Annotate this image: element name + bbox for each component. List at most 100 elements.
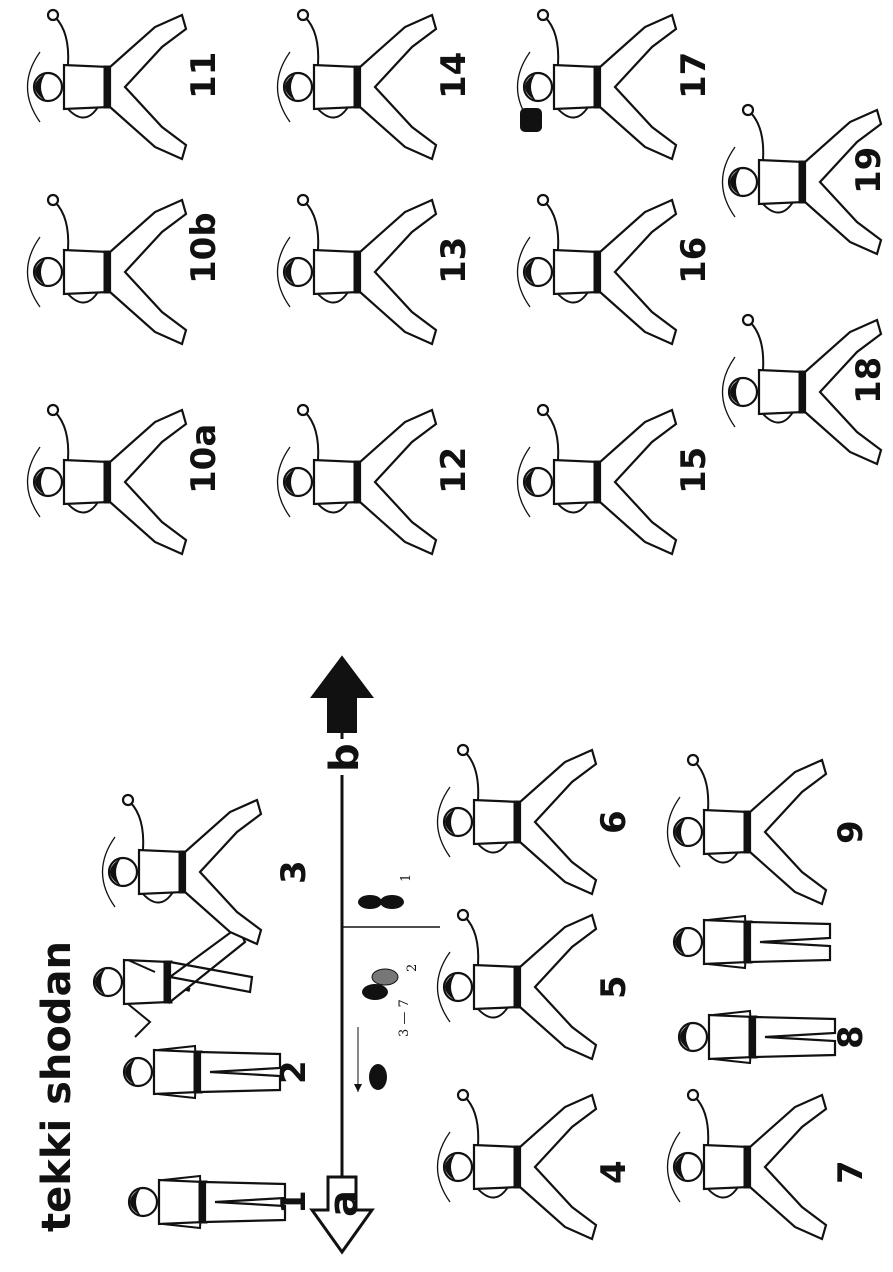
figure-arm	[305, 202, 318, 250]
figure-torso	[314, 460, 360, 504]
figure-legs	[520, 915, 596, 1059]
figure-arm	[695, 1097, 708, 1145]
karateka-figure	[28, 405, 187, 554]
figure-legs	[110, 15, 186, 159]
direction-label-a: a	[321, 1190, 367, 1217]
figure-fist	[298, 405, 308, 415]
step-number: 5	[594, 975, 634, 999]
figure-fist	[298, 10, 308, 20]
figure-legs	[520, 750, 596, 894]
step-number: 12	[434, 447, 474, 494]
karateka-figure	[674, 916, 830, 968]
karateka-figure	[94, 927, 252, 1037]
step-number: 10a	[184, 424, 224, 494]
figure-torso	[64, 250, 110, 294]
step-number: 6	[594, 810, 634, 834]
karateka-figure	[129, 1176, 285, 1228]
figure-torso	[474, 800, 520, 844]
figure-legs	[185, 800, 261, 944]
step-number: 17	[674, 52, 714, 99]
figure-arm	[545, 412, 558, 460]
karateka-figure	[28, 195, 187, 344]
figure-fist	[458, 745, 468, 755]
figure-torso	[554, 460, 600, 504]
figure-fist	[538, 10, 548, 20]
figure-arm	[750, 322, 763, 370]
figure-legs	[170, 927, 252, 1002]
figure-legs	[200, 1052, 280, 1092]
footprint-step2-label: 2	[405, 964, 420, 972]
footprint-step1-label: 1	[399, 874, 414, 882]
figure-fist	[458, 910, 468, 920]
step-number: 10b	[184, 212, 224, 284]
kiai-marker-icon	[520, 108, 542, 132]
figure-arm	[750, 112, 763, 160]
figure-torso	[759, 160, 805, 204]
figure-torso	[474, 1145, 520, 1189]
karateka-figure	[679, 1011, 835, 1063]
footprint-icon	[380, 895, 404, 909]
step-number: 16	[674, 237, 714, 284]
figure-torso	[159, 1180, 205, 1224]
figure-arm	[465, 1097, 478, 1145]
figure-legs	[750, 1095, 826, 1239]
figure-legs	[110, 200, 186, 344]
figure-fist	[538, 195, 548, 205]
figure-legs	[600, 410, 676, 554]
footprint-icon	[372, 969, 398, 985]
arrow-b-icon: b	[312, 657, 372, 775]
step-number: 1	[274, 1190, 314, 1214]
step-number: 4	[594, 1160, 634, 1184]
figure-torso	[759, 370, 805, 414]
step-number: 15	[674, 447, 714, 494]
karateka-figure	[668, 755, 827, 904]
figure-legs	[520, 1095, 596, 1239]
karateka-figure	[438, 745, 597, 894]
figure-fist	[688, 1090, 698, 1100]
figure-torso	[139, 850, 185, 894]
karateka-figure	[124, 1046, 280, 1098]
figure-legs	[750, 760, 826, 904]
step-number: 7	[831, 1160, 871, 1184]
page-title: tekki shodan	[34, 941, 80, 1232]
step-number: 8	[831, 1025, 871, 1049]
figure-torso	[64, 65, 110, 109]
figure-torso	[314, 250, 360, 294]
karateka-figure	[518, 195, 677, 344]
figure-arm	[545, 202, 558, 250]
figure-arm	[55, 412, 68, 460]
figure-fist	[743, 315, 753, 325]
figure-torso	[314, 65, 360, 109]
figure-arm	[305, 17, 318, 65]
figure-torso	[474, 965, 520, 1009]
footprint-diagram: 3 — 7 2 1	[342, 874, 440, 1092]
figure-torso	[64, 460, 110, 504]
figure-torso	[554, 65, 600, 109]
figure-legs	[600, 15, 676, 159]
figure-arm	[55, 17, 68, 65]
figure-torso	[154, 1050, 200, 1094]
step-number: 13	[434, 237, 474, 284]
arrow-a-icon: a	[312, 1177, 372, 1252]
karateka-figure	[518, 10, 677, 159]
figure-legs	[205, 1182, 285, 1222]
figure-arm	[130, 802, 143, 850]
figure-arm	[305, 412, 318, 460]
karateka-figure	[278, 405, 437, 554]
figure-arm	[465, 917, 478, 965]
figure-legs	[110, 410, 186, 554]
step-number: 3	[274, 860, 314, 884]
karateka-figure	[28, 10, 187, 159]
footprint-icon	[358, 895, 382, 909]
figure-legs	[360, 410, 436, 554]
step-number: 19	[849, 147, 889, 194]
figure-legs	[600, 200, 676, 344]
karateka-figure	[518, 405, 677, 554]
figure-legs	[360, 15, 436, 159]
figure-torso	[704, 1145, 750, 1189]
figure-arm	[128, 1004, 150, 1037]
figure-legs	[755, 1017, 835, 1057]
karateka-figure	[438, 1090, 597, 1239]
figure-arm	[695, 762, 708, 810]
